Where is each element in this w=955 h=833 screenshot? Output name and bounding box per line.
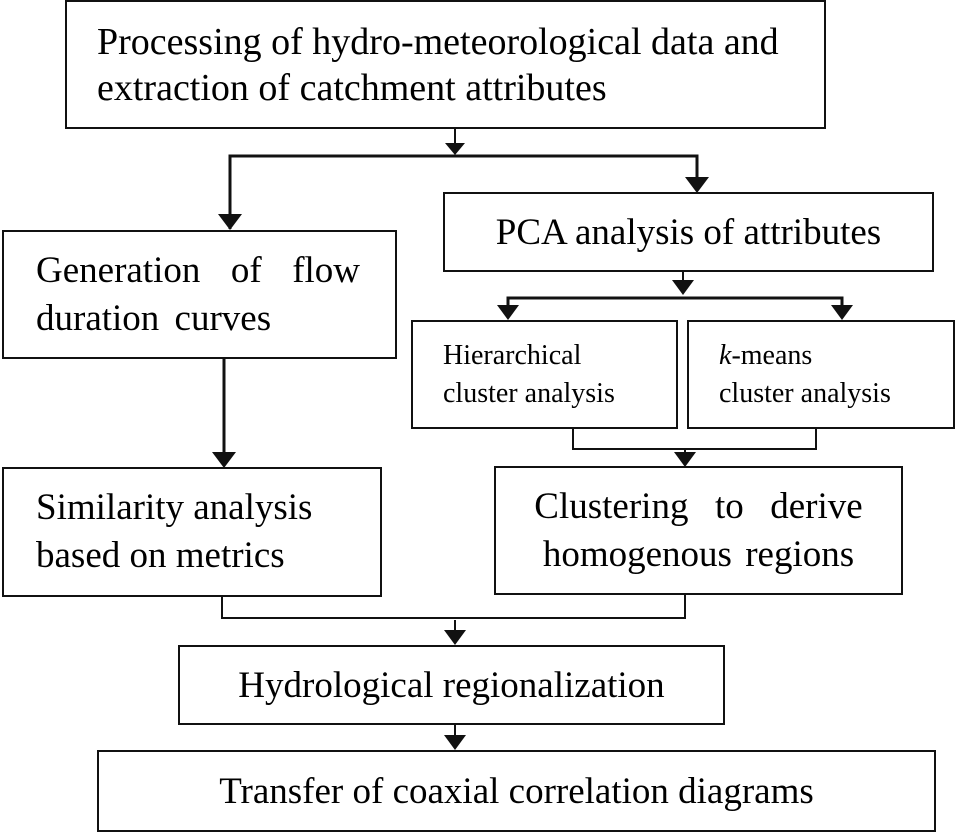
node-text-line: Processing of hydro-meteorological data … [97,20,779,63]
connector-split-branch [228,154,699,229]
arrowhead-to-hydrological [444,630,466,645]
node-flow-duration-curves: Generation of flow duration curves [2,230,397,359]
node-hierarchical-clustering: Hierarchical cluster analysis [411,320,678,429]
connector-cluster-merge [572,429,817,450]
node-pca-analysis: PCA analysis of attributes [443,192,934,272]
arrowhead-to-similarity [212,452,236,468]
node-text-line: extraction of catchment attributes [97,66,607,109]
node-similarity-analysis: Similarity analysis based on metrics [2,467,382,597]
arrowhead-to-clustering [674,452,696,467]
node-text-line: homogenous regions [542,533,855,575]
node-text-line: Similarity analysis [36,487,313,528]
arrowhead-to-transfer [444,735,466,750]
node-text-line: Hydrological regionalization [238,664,665,706]
kmeans-suffix: -means [731,339,813,371]
node-transfer-diagrams: Transfer of coaxial correlation diagrams [97,750,936,832]
node-text-line: PCA analysis of attributes [495,211,882,253]
node-text-line: duration curves [36,297,272,339]
k-variable: k [719,339,732,371]
arrowhead-top-split [445,143,465,155]
node-text-line: Transfer of coaxial correlation diagrams [219,770,814,812]
node-text-line: k-means [719,337,953,375]
node-text-line: cluster analysis [719,377,891,409]
arrowhead-to-hierarchical [497,305,519,320]
arrowhead-to-pca [685,177,709,193]
arrowhead-pca-split [672,280,694,295]
node-text-line: based on metrics [36,535,285,576]
node-text-line: Clustering to derive [534,485,863,527]
connector-pca-branch [506,296,844,310]
arrowhead-to-generation [218,214,242,230]
node-homogenous-regions: Clustering to derive homogenous regions [494,466,903,595]
connector-regional-merge [221,595,686,619]
node-text-line: Generation of flow [36,249,361,291]
node-text-line: Hierarchical [443,339,582,371]
node-text-line: cluster analysis [443,377,615,409]
node-hydrological-regionalization: Hydrological regionalization [178,645,725,725]
node-data-processing: Processing of hydro-meteorological data … [65,0,826,129]
node-kmeans-clustering: k-means cluster analysis [687,320,955,429]
arrowhead-to-kmeans [831,305,853,320]
